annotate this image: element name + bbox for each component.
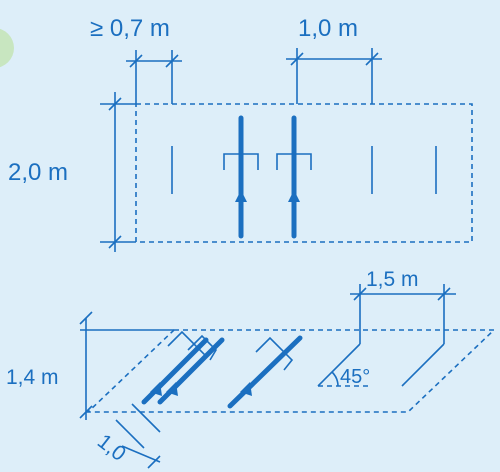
perpendicular-bay-outline xyxy=(135,103,473,243)
corner-decoration xyxy=(0,28,14,68)
bike-icon xyxy=(276,115,312,239)
bike-icon xyxy=(227,335,303,409)
bay-spacing-label: 1,0 m xyxy=(298,15,358,42)
angled-stall-marker xyxy=(317,343,361,387)
dimension-row-depth xyxy=(100,92,136,252)
bike-icon xyxy=(157,334,225,405)
angled-stall-marker xyxy=(401,343,445,387)
angle-label: 45° xyxy=(340,366,370,388)
row-depth-label: 2,0 m xyxy=(8,159,68,186)
angled-spacing-label: 1,5 m xyxy=(366,268,419,291)
dimension-min-spacing xyxy=(126,50,182,104)
dimension-angled-depth xyxy=(79,311,174,420)
dimension-angled-gap xyxy=(115,403,161,469)
angle-arc xyxy=(331,371,339,387)
bike-icon xyxy=(223,115,259,239)
dimension-angled-spacing xyxy=(350,284,456,344)
min-spacing-label: ≥ 0,7 m xyxy=(90,15,170,42)
angled-depth-label: 1,4 m xyxy=(6,366,59,389)
dimension-bay-spacing xyxy=(286,48,382,104)
angled-gap-label: 1,0 xyxy=(93,430,130,466)
